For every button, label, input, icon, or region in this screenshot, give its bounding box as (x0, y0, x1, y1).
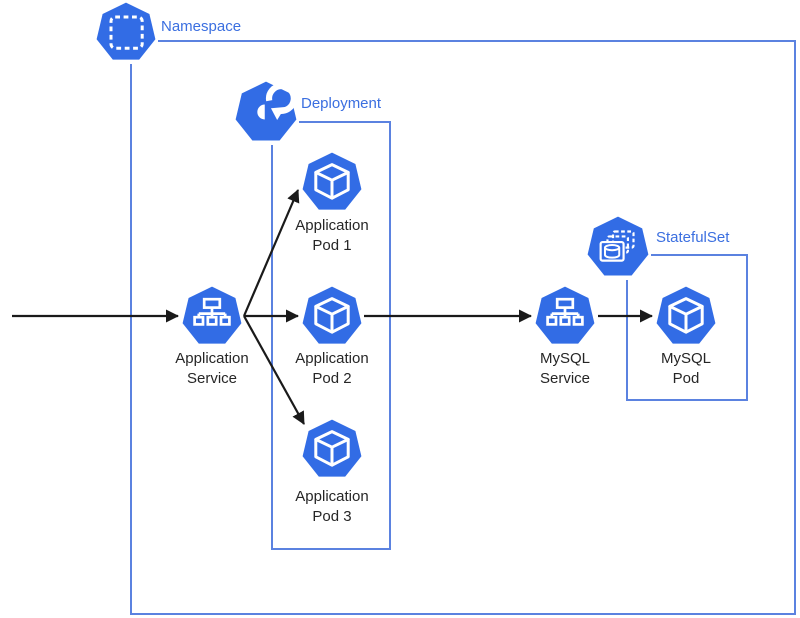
service-icon (535, 286, 595, 346)
app-pod-3-label: Application Pod 3 (267, 487, 397, 527)
deployment-icon (235, 81, 297, 143)
label-line: MySQL (660, 350, 711, 367)
pod-icon (302, 419, 362, 479)
mysql-pod-label: MySQL Pod (621, 349, 751, 389)
label-line: Service (539, 370, 591, 387)
label-line: Pod 3 (312, 508, 352, 525)
pod-icon (302, 152, 362, 212)
label-line: Service (186, 370, 238, 387)
namespace-icon (96, 2, 156, 62)
label-line: Application (175, 350, 249, 367)
statefulset-boundary (626, 254, 748, 401)
label-line: Pod 2 (312, 370, 352, 387)
namespace-boundary (130, 40, 796, 615)
statefulset-icon (587, 216, 649, 278)
pod-icon (302, 286, 362, 346)
deployment-label: Deployment (301, 95, 382, 112)
arrow-app-service-to-pod-1 (242, 189, 300, 317)
label-line: Application (295, 217, 369, 234)
pod-icon (656, 286, 716, 346)
label-line: Pod (672, 370, 700, 387)
label-line: Application (295, 350, 369, 367)
service-icon (182, 286, 242, 346)
mysql-service-label: MySQL Service (500, 349, 630, 389)
app-service-label: Application Service (147, 349, 277, 389)
app-pod-2-label: Application Pod 2 (267, 349, 397, 389)
statefulset-label: StatefulSet (656, 229, 730, 246)
app-pod-1-label: Application Pod 1 (267, 216, 397, 256)
label-line: Pod 1 (312, 237, 352, 254)
deployment-boundary (271, 121, 391, 550)
label-line: MySQL (539, 350, 590, 367)
arrow-app-service-to-pod-3 (243, 315, 305, 425)
label-line: Application (295, 488, 369, 505)
namespace-label: Namespace (161, 18, 242, 35)
